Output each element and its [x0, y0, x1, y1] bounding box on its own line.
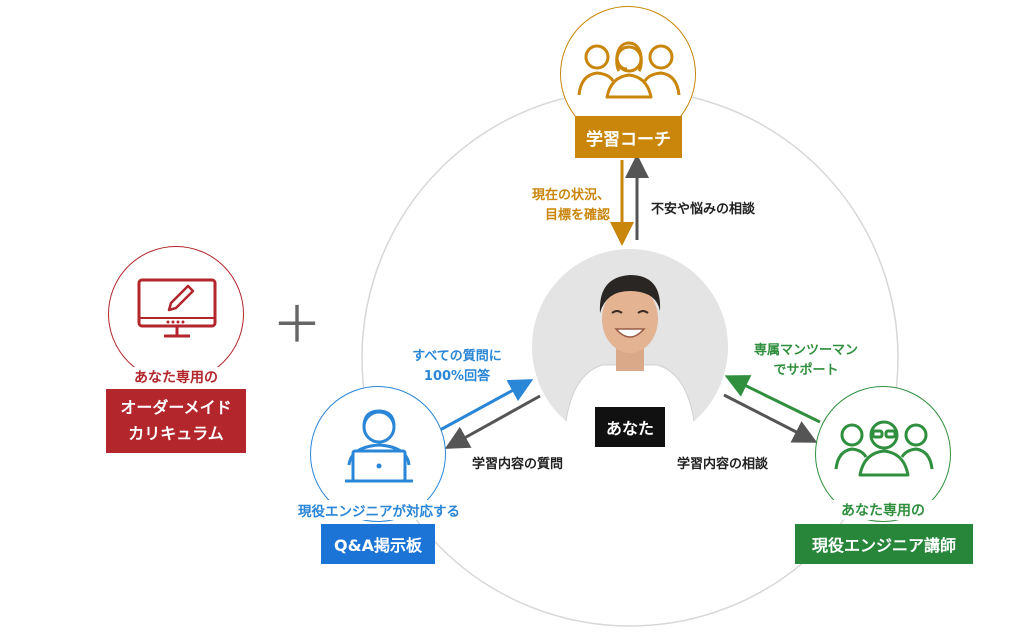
arrow-instructor-to-you: [724, 375, 821, 424]
note-instructor-to-you-line1: 専属マンツーマン: [753, 343, 858, 358]
curriculum-label: オーダーメイド カリキュラム: [106, 389, 246, 453]
engineer-laptop-icon: [345, 409, 413, 483]
instructor-circle: [815, 386, 951, 522]
curriculum-label-line1: オーダーメイド: [120, 398, 232, 417]
curriculum-circle: [108, 246, 244, 382]
note-instructor-to-you: 専属マンツーマン でサポート: [740, 341, 872, 381]
note-qa-to-you: すべての質問に 100%回答: [392, 347, 522, 387]
arrow-you-to-qa: [444, 394, 541, 449]
instructor-caption: あなた専用の: [815, 500, 951, 520]
note-qa-to-you-line1: すべての質問に: [412, 349, 502, 364]
note-coach-to-you-line2: 目標を確認: [544, 208, 610, 223]
plus-icon: ＋: [272, 296, 322, 354]
curriculum-caption: あなた専用の: [108, 367, 244, 387]
curriculum-label-line2: カリキュラム: [128, 424, 224, 443]
note-instructor-to-you-line2: でサポート: [773, 363, 839, 378]
note-qa-to-you-line2: 100%回答: [423, 369, 491, 384]
note-you-to-qa: 学習内容の質問: [472, 457, 564, 472]
coach-label: 学習コーチ: [575, 116, 682, 158]
qa-circle: [310, 386, 446, 522]
arrow-qa-to-you: [439, 379, 534, 432]
instructor-label: 現役エンジニア講師: [795, 524, 973, 564]
monitor-pencil-icon: [137, 278, 217, 338]
instructor-group-icon: [834, 420, 934, 477]
note-coach-to-you-line1: 現在の状況、: [531, 188, 610, 203]
qa-caption: 現役エンジニアが対応する: [282, 500, 476, 520]
you-label: あなた: [595, 407, 665, 447]
note-coach-to-you: 現在の状況、 目標を確認: [520, 186, 610, 226]
note-you-to-instructor: 学習内容の相談: [677, 457, 769, 472]
group-coach-icon: [577, 41, 681, 99]
qa-label: Q&A掲示板: [321, 524, 435, 564]
arrow-you-to-instructor: [723, 393, 818, 443]
note-you-to-coach: 不安や悩みの相談: [651, 202, 756, 217]
